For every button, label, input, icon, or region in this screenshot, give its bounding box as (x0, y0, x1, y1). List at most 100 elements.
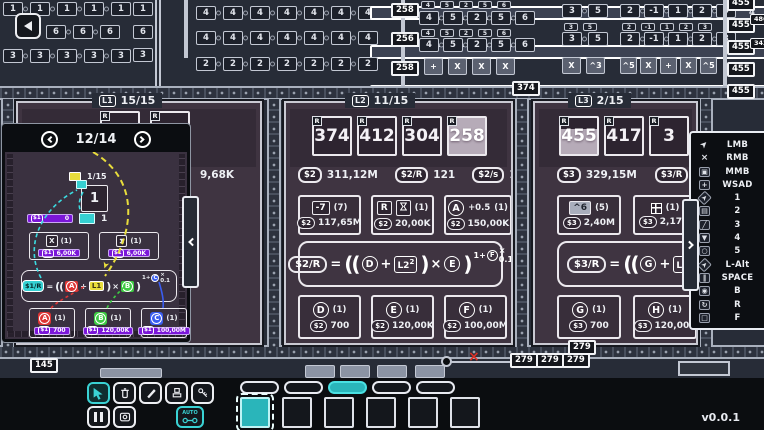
machine-cell[interactable]: 3 (111, 49, 131, 63)
number-tile[interactable]: R 374 (312, 116, 352, 156)
machine-cell[interactable]: 3 (30, 49, 50, 63)
camera-button[interactable] (113, 406, 136, 428)
machine-cell[interactable]: 2 (250, 57, 270, 71)
machine-cell[interactable]: 4 (358, 31, 378, 45)
machine-cell[interactable]: 1 (84, 2, 104, 16)
machine-cell[interactable]: 1 (111, 2, 131, 16)
machine-cell[interactable]: 4 (196, 6, 216, 20)
mode-tab[interactable] (284, 381, 323, 394)
number-tile[interactable]: R 3 (649, 116, 689, 156)
machine-cell[interactable]: 5 (440, 1, 454, 9)
prev-level-button[interactable] (40, 131, 58, 148)
machine-cell[interactable]: 4 (223, 31, 243, 45)
machine-cell[interactable]: 1 (30, 2, 50, 16)
machine-cell[interactable]: 6 (515, 11, 535, 25)
machine-cell[interactable]: 3 (57, 49, 77, 63)
machine-cell[interactable]: 2 (620, 32, 640, 46)
operator-module[interactable]: X (496, 58, 515, 75)
hotbar-slot[interactable] (366, 397, 396, 428)
machine-cell[interactable]: -1 (644, 4, 664, 18)
machine-cell[interactable]: 4 (419, 11, 439, 25)
machine-cell[interactable]: 1 (57, 2, 77, 16)
machine-cell[interactable]: 5 (588, 32, 608, 46)
hotbar-slot[interactable] (408, 397, 438, 428)
machine-cell[interactable]: 1 (660, 23, 674, 31)
right-drawer-handle[interactable] (682, 199, 699, 291)
machine-cell[interactable]: 6 (46, 25, 66, 39)
back-button[interactable] (15, 13, 41, 39)
machine-cell[interactable]: 3 (564, 23, 578, 31)
machine-cell[interactable]: 5 (478, 29, 492, 37)
machine-cell[interactable]: 3 (562, 32, 582, 46)
mini-number-tile[interactable]: 1 (81, 185, 108, 212)
machine-cell[interactable]: 4 (421, 1, 435, 9)
machine-cell[interactable]: 2 (622, 23, 636, 31)
mode-tab[interactable] (240, 381, 279, 394)
machine-cell[interactable]: 5 (478, 1, 492, 9)
machine-cell[interactable]: 1 (133, 2, 153, 16)
machine-cell[interactable]: 2 (196, 57, 216, 71)
select-tool-button[interactable] (87, 382, 110, 404)
machine-cell[interactable]: 2 (692, 4, 712, 18)
machine-cell[interactable]: 6 (100, 25, 120, 39)
machine-cell[interactable]: 2 (692, 32, 712, 46)
number-tile[interactable]: R 455 (559, 116, 599, 156)
key-tool-button[interactable] (191, 382, 214, 404)
pen-tool-button[interactable] (139, 382, 162, 404)
machine-cell[interactable]: 4 (331, 31, 351, 45)
operator-module[interactable]: X (680, 57, 697, 74)
hotbar-slot[interactable] (282, 397, 312, 428)
left-drawer-handle[interactable] (182, 196, 199, 288)
machine-cell[interactable]: 4 (421, 29, 435, 37)
mode-tab[interactable] (416, 381, 455, 394)
hotbar-slot[interactable] (236, 393, 274, 430)
machine-cell[interactable]: 2 (459, 1, 473, 9)
machine-cell[interactable]: 2 (304, 57, 324, 71)
machine-cell[interactable]: 4 (250, 6, 270, 20)
machine-cell[interactable]: 5 (440, 29, 454, 37)
operator-module[interactable]: + (424, 58, 443, 75)
machine-cell[interactable]: 5 (588, 4, 608, 18)
machine-cell[interactable]: 5 (443, 11, 463, 25)
machine-cell[interactable]: 1 (668, 4, 688, 18)
machine-cell[interactable]: 3 (84, 49, 104, 63)
machine-cell[interactable]: 2 (459, 29, 473, 37)
number-tile[interactable]: R 412 (357, 116, 397, 156)
machine-cell[interactable]: 4 (277, 6, 297, 20)
hotbar-slot[interactable] (450, 397, 480, 428)
operator-module[interactable]: + (660, 57, 677, 74)
machine-cell[interactable]: 6 (497, 1, 511, 9)
machine-cell[interactable]: 4 (331, 6, 351, 20)
machine-cell[interactable]: 4 (419, 38, 439, 52)
operator-module[interactable]: X (472, 58, 491, 75)
machine-cell[interactable]: 5 (491, 11, 511, 25)
machine-cell[interactable]: 5 (443, 38, 463, 52)
machine-cell[interactable]: 5 (583, 23, 597, 31)
machine-cell[interactable]: 3 (3, 49, 23, 63)
hotbar-slot[interactable] (324, 397, 354, 428)
machine-cell[interactable]: 4 (277, 31, 297, 45)
machine-cell[interactable]: 6 (133, 25, 153, 39)
machine-cell[interactable]: 2 (467, 11, 487, 25)
operator-module[interactable]: ^3 (586, 57, 605, 74)
operator-module[interactable]: X (562, 57, 581, 74)
machine-cell[interactable]: 3 (698, 23, 712, 31)
machine-cell[interactable]: 4 (196, 31, 216, 45)
mode-tab[interactable] (328, 381, 367, 394)
machine-cell[interactable]: 3 (562, 4, 582, 18)
operator-module[interactable]: ^5 (620, 57, 637, 74)
machine-cell[interactable]: 4 (250, 31, 270, 45)
machine-cell[interactable]: -1 (641, 23, 655, 31)
machine-cell[interactable]: 2 (277, 57, 297, 71)
machine-cell[interactable]: 6 (497, 29, 511, 37)
number-tile[interactable]: R 417 (604, 116, 644, 156)
